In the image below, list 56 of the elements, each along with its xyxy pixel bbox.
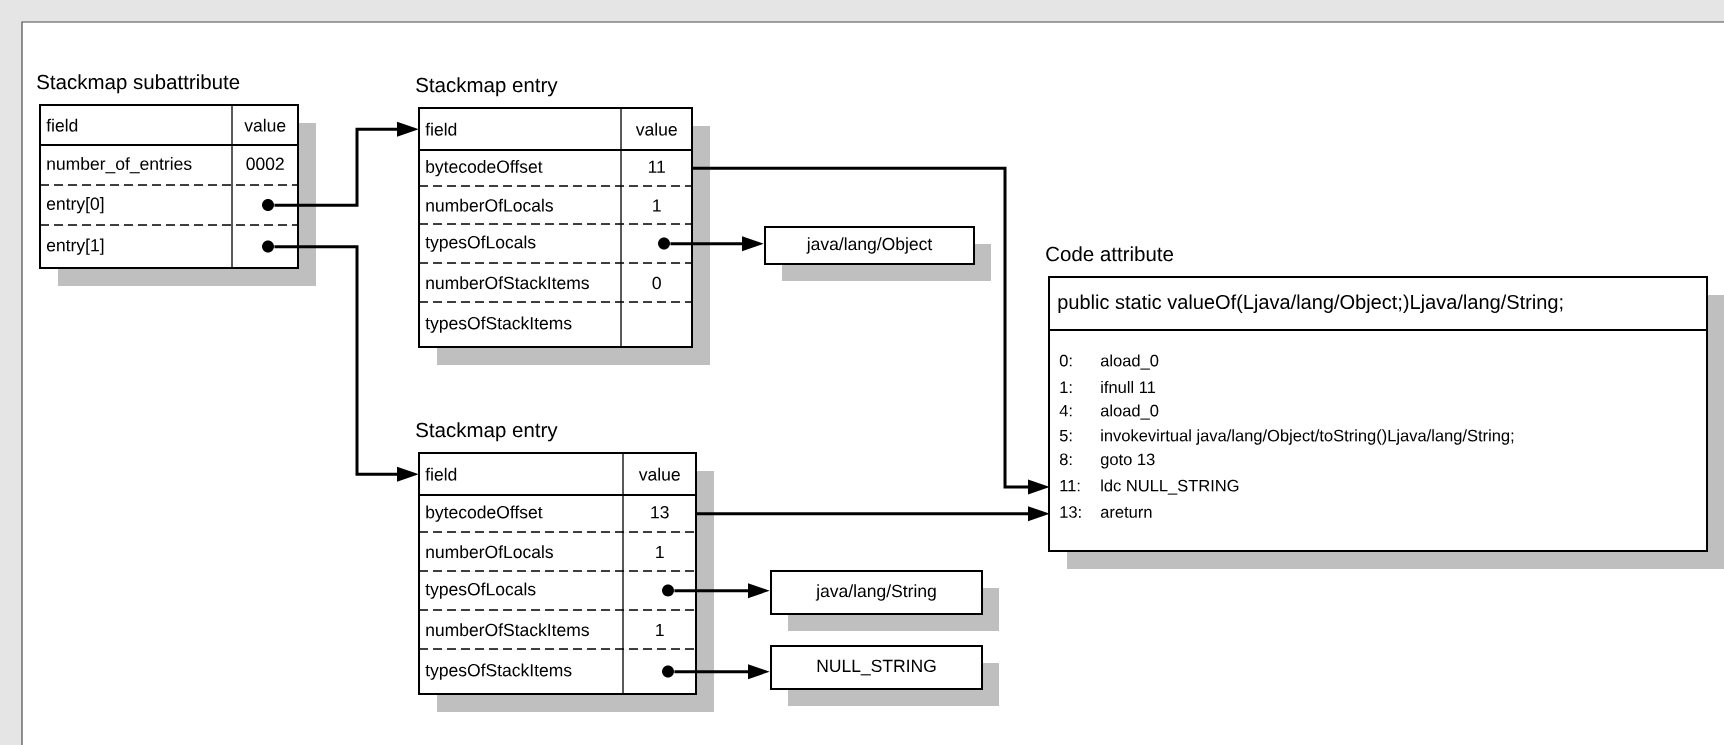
signature-row: public static valueOf(Ljava/lang/Object;)Ljava/lang/String; [1058, 294, 1563, 314]
code-line: 4: aload_0 [1059, 404, 1159, 420]
header-row: field value [40, 104, 299, 146]
table-row: numberOfLocals 1 [419, 531, 697, 572]
node-label: field [46, 118, 78, 132]
header-row: field value [419, 452, 697, 496]
header-row: field value [419, 107, 693, 151]
table-row: numberOfLocals 1 [419, 185, 693, 225]
type-box: NULL_STRING [770, 645, 999, 706]
node-label: typesOfLocals [425, 235, 536, 252]
node-label: typesOfStackItems [425, 316, 572, 333]
node-label: value [635, 122, 677, 136]
table-row: numberOfStackItems 0 [419, 262, 693, 303]
node-label: 11 [648, 160, 665, 173]
node-label: 1 [656, 623, 664, 636]
node-label: Stackmap entry [416, 422, 558, 442]
node-label: numberOfLocals [426, 545, 553, 559]
code-line: 13: areturn [1060, 506, 1152, 518]
node-label: value [638, 467, 680, 481]
table-row: typesOfLocals [419, 570, 697, 611]
node-label: entry[0] [46, 197, 104, 214]
node-label: numberOfStackItems [426, 276, 589, 290]
node-label: typesOfStackItems [425, 663, 572, 680]
table-row: entry[0] [40, 184, 299, 226]
node-label: 1 [653, 199, 661, 212]
code-line: 8: goto 13 [1059, 453, 1155, 469]
node-label: number_of_entries [47, 157, 192, 174]
node-label: bytecodeOffset [426, 505, 543, 522]
code-line: 11: ldc NULL_STRING [1060, 479, 1239, 495]
node-label: entry[1] [46, 238, 104, 255]
node-label: numberOfStackItems [426, 623, 589, 637]
node-label: bytecodeOffset [426, 160, 543, 177]
node-label: 0002 [246, 157, 284, 170]
code-line: 5: invokevirtual java/lang/Object/toString()Ljava/lang/String; [1059, 429, 1514, 445]
node-label: 0 [652, 276, 661, 290]
type-box: java/lang/Object [764, 226, 991, 281]
node-label: Stackmap entry [416, 77, 558, 97]
table-row: typesOfStackItems [419, 648, 697, 695]
node-label: numberOfLocals [426, 198, 553, 212]
node-label: Code attribute [1046, 246, 1174, 262]
type-box: java/lang/String [770, 570, 999, 631]
node-label: field [425, 122, 457, 136]
table-row: number_of_entries 0002 [40, 144, 299, 186]
table-row: entry[1] [40, 224, 299, 269]
code-line: 0: aload_0 [1059, 354, 1159, 370]
table-row: bytecodeOffset 11 [419, 149, 693, 187]
table-row: numberOfStackItems 1 [419, 609, 697, 650]
node-label: field [425, 467, 457, 481]
node-label: 1 [656, 545, 664, 558]
node-label: 13 [651, 506, 669, 519]
code-line: 1: ifnull 11 [1060, 380, 1156, 394]
node-label: Stackmap subattribute [37, 74, 240, 94]
node-label: typesOfLocals [425, 582, 536, 599]
table-row: typesOfStackItems [419, 301, 693, 348]
table-row: typesOfLocals [419, 223, 693, 264]
node-label: value [244, 118, 286, 132]
